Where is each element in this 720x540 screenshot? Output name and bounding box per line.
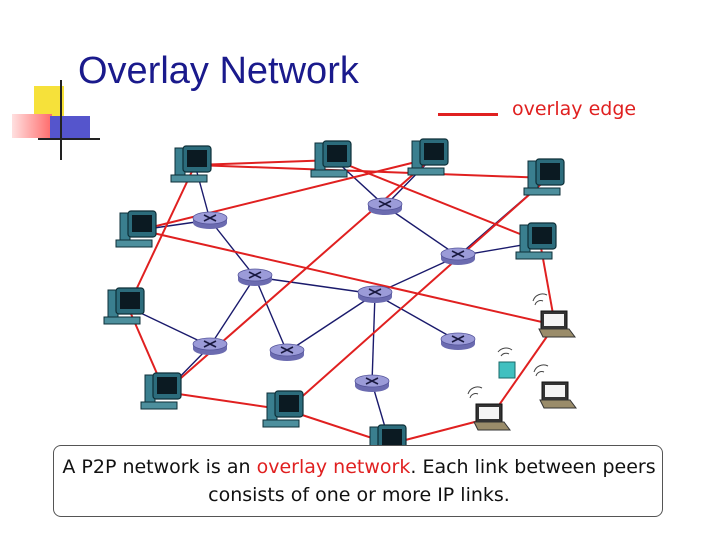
overlay-edge <box>194 164 549 179</box>
underlay-link <box>286 293 376 353</box>
underlay-link <box>254 276 376 295</box>
desktop-computer-icon <box>140 372 182 410</box>
underlay-link <box>209 219 256 278</box>
wireless-access-point-icon <box>497 347 516 379</box>
router-icon <box>367 197 403 215</box>
overlay-edge <box>194 159 336 166</box>
overlay-edges <box>127 157 556 445</box>
desktop-computer-icon <box>103 287 145 325</box>
caption-text-1: A P2P network is an <box>62 456 257 478</box>
title-decoration <box>0 0 110 170</box>
router-icon <box>237 268 273 286</box>
overlay-edge <box>389 417 491 445</box>
overlay-edge <box>489 324 556 419</box>
desktop-computer-icon <box>515 222 557 260</box>
router-icon <box>354 374 390 392</box>
router-icon <box>192 337 228 355</box>
desktop-computer-icon <box>407 138 449 176</box>
desktop-computer-icon <box>262 390 304 428</box>
network-nodes <box>103 138 577 462</box>
wireless-laptop-icon <box>532 293 576 338</box>
wireless-laptop-icon <box>467 386 511 431</box>
overlay-edge <box>139 229 556 326</box>
legend-line <box>438 113 498 116</box>
caption: A P2P network is an overlay network. Eac… <box>60 453 658 509</box>
router-icon <box>192 211 228 229</box>
underlay-link <box>194 164 211 221</box>
desktop-computer-icon <box>115 210 157 248</box>
underlay-link <box>254 276 288 353</box>
router-icon <box>357 285 393 303</box>
caption-text-2: . Each link between peers consists of on… <box>208 456 656 506</box>
underlay-links <box>127 157 549 445</box>
router-icon <box>440 247 476 265</box>
overlay-edge <box>139 157 433 231</box>
wireless-laptop-icon <box>533 364 577 409</box>
underlay-link <box>374 293 459 342</box>
underlay-link <box>384 205 459 257</box>
underlay-link <box>371 293 376 384</box>
overlay-edge <box>127 164 196 308</box>
slide-title: Overlay Network <box>78 50 359 92</box>
caption-highlight: overlay network <box>256 456 411 478</box>
underlay-link <box>334 159 386 207</box>
underlay-link <box>209 276 256 347</box>
router-icon <box>440 332 476 350</box>
caption-box <box>53 445 663 517</box>
desktop-computer-icon <box>310 140 352 178</box>
desktop-computer-icon <box>523 158 565 196</box>
legend-label: overlay edge <box>512 98 637 120</box>
router-icon <box>269 343 305 361</box>
desktop-computer-icon <box>170 145 212 183</box>
